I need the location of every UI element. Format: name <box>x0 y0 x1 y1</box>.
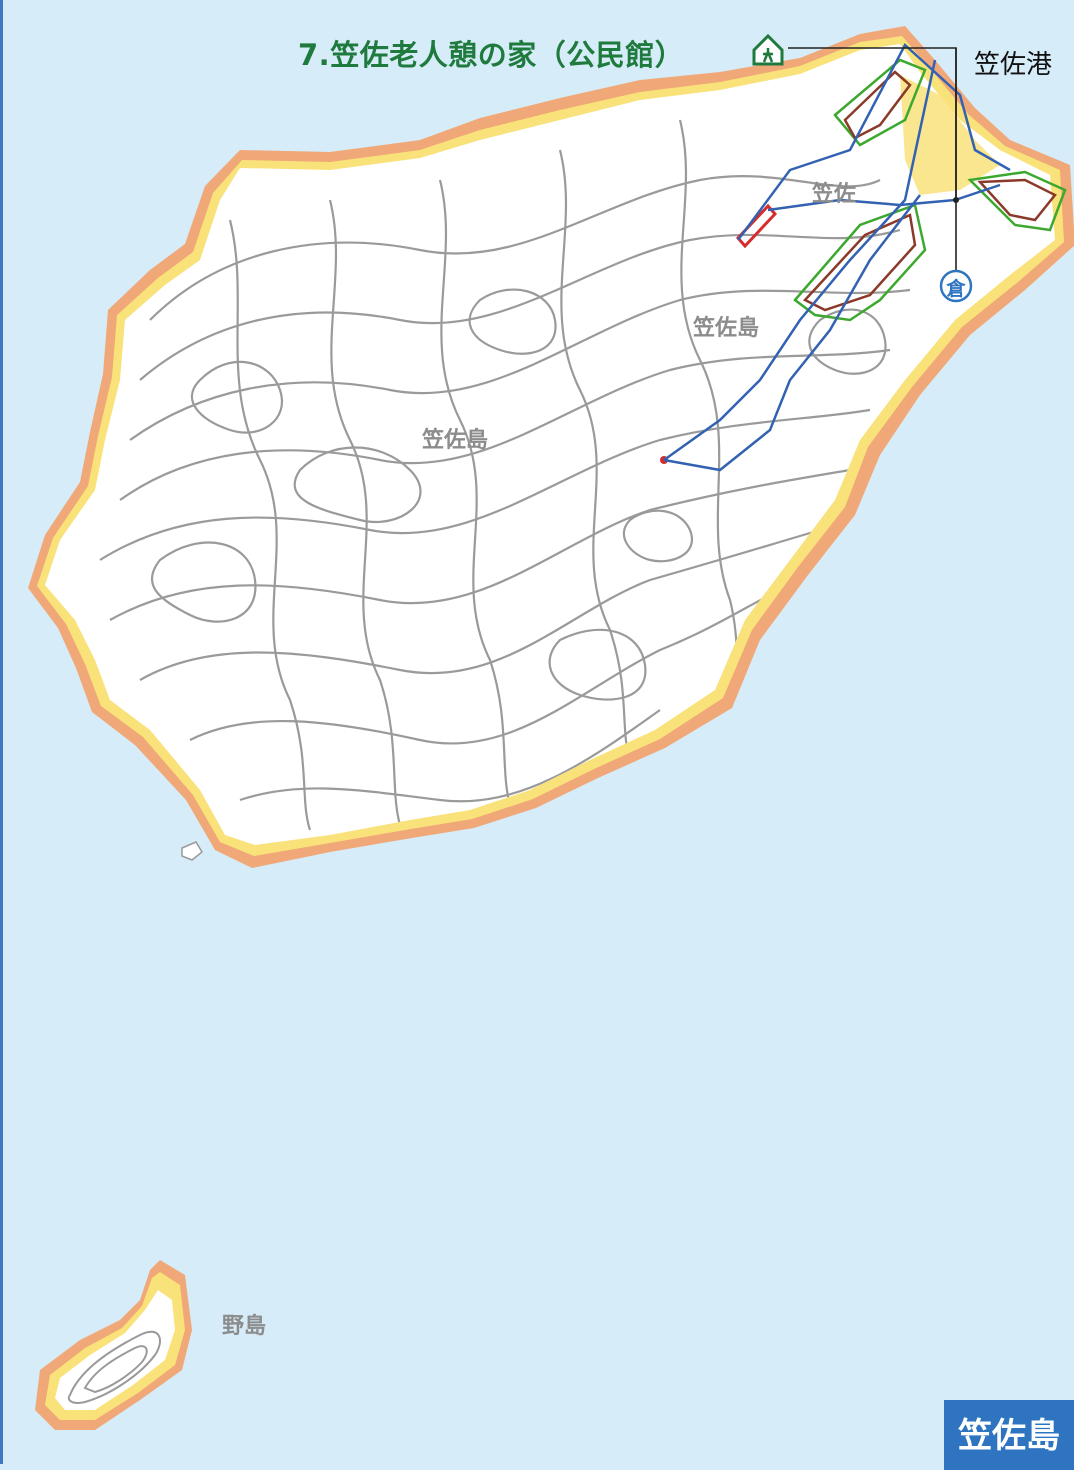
rock-islet <box>181 841 203 861</box>
evacuation-shelter-icon <box>752 33 784 66</box>
contour-lines <box>99 119 911 831</box>
map-frame-left <box>0 0 3 1464</box>
warehouse-circle-icon: 倉 <box>939 269 973 303</box>
nojima-label: 野島 <box>222 1314 267 1339</box>
map-title-box: 笠佐島 <box>944 1400 1074 1470</box>
island-center-label: 笠佐島 <box>422 428 489 453</box>
label-leader-lines <box>788 47 957 270</box>
nojima-island <box>35 1260 192 1430</box>
warehouse-symbol: 倉 <box>945 277 966 300</box>
island-name-label: 笠佐島 <box>693 316 760 341</box>
main-island <box>28 26 1074 868</box>
shelter-label: 7.笠佐老人憩の家（公民館） <box>298 38 685 72</box>
port-label: 笠佐港 <box>974 50 1053 80</box>
evacuation-routes <box>663 42 1011 472</box>
settlement-label: 笠佐 <box>812 182 857 207</box>
